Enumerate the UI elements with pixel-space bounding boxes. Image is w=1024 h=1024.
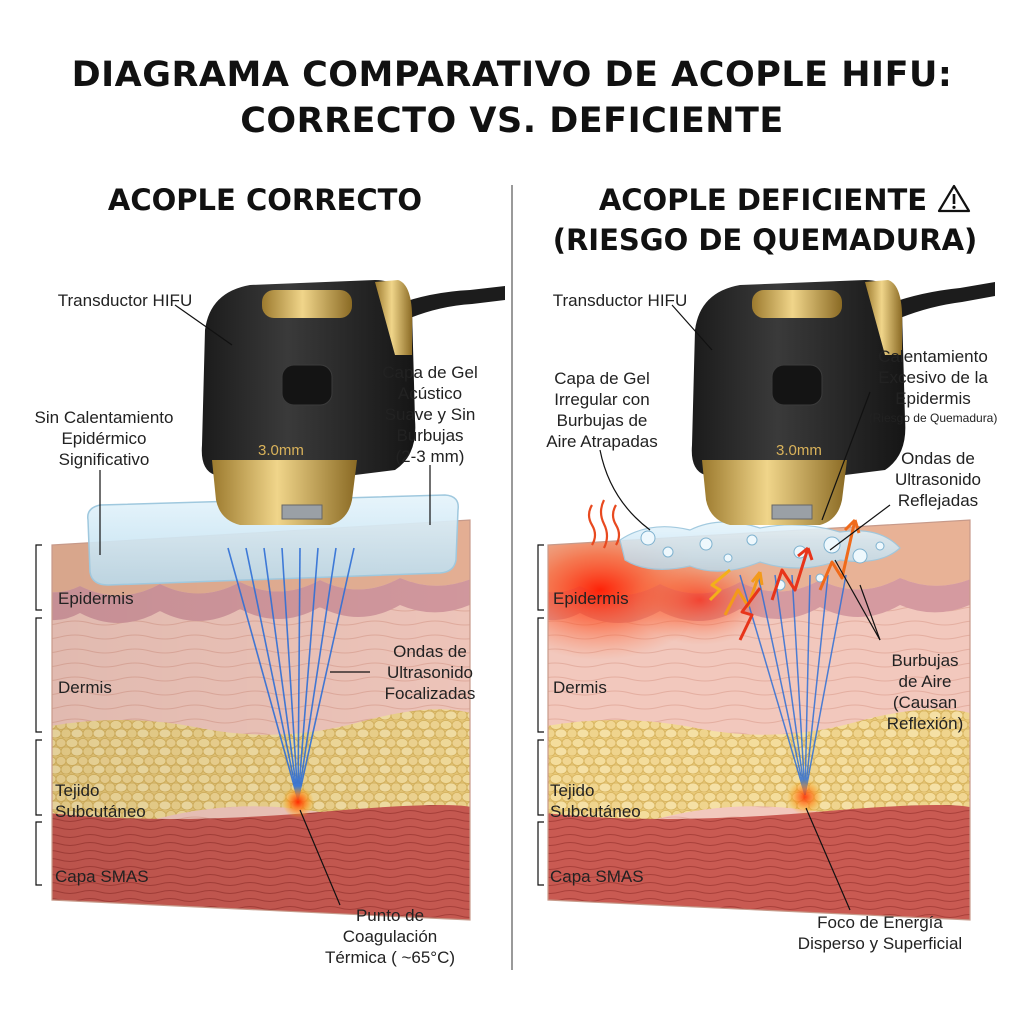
right-heading: ACOPLE DEFICIENTE bbox=[560, 183, 1010, 220]
right-ultrasound-waves bbox=[739, 574, 847, 796]
right-layer-epidermis: Epidermis bbox=[553, 589, 629, 608]
left-layer-dermis: Dermis bbox=[58, 678, 112, 697]
left-transducer-label: Transductor HIFU bbox=[57, 291, 193, 310]
page-title-line2: CORRECTO VS. DEFICIENTE bbox=[240, 101, 784, 141]
right-gel-irregular bbox=[619, 521, 901, 572]
page-title-line1: DIAGRAMA COMPARATIVO DE ACOPLE HIFU: bbox=[71, 55, 953, 95]
left-heading: ACOPLE CORRECTO bbox=[107, 183, 423, 217]
left-layer-smas: Capa SMAS bbox=[55, 867, 149, 886]
right-heading-line2: (RIESGO DE QUEMADURA) bbox=[552, 223, 978, 257]
right-layer-smas: Capa SMAS bbox=[550, 867, 644, 886]
panel-divider bbox=[511, 185, 513, 970]
right-air-bubbles bbox=[640, 530, 885, 591]
left-depth-label: 3.0mm bbox=[258, 442, 304, 459]
left-gel-pad bbox=[87, 494, 459, 586]
right-transducer-label: Transductor HIFU bbox=[552, 291, 688, 310]
right-depth-label: 3.0mm bbox=[776, 442, 822, 459]
left-leader-lines bbox=[35, 304, 431, 906]
left-layer-epidermis: Epidermis bbox=[58, 589, 134, 608]
right-transducer: 3.0mm bbox=[691, 280, 995, 525]
right-heat-sublabel: (Riesgo de Quemadura) bbox=[868, 411, 998, 425]
warning-icon bbox=[937, 183, 971, 220]
right-leader-lines bbox=[537, 304, 891, 911]
heat-waves bbox=[587, 499, 621, 549]
left-transducer: 3.0mm bbox=[201, 280, 505, 525]
right-heading-text: ACOPLE DEFICIENTE bbox=[598, 183, 928, 217]
reflected-wave-arrows bbox=[708, 518, 861, 641]
left-focus-point bbox=[282, 786, 314, 818]
right-focus-point bbox=[787, 779, 823, 815]
right-layer-dermis: Dermis bbox=[553, 678, 607, 697]
left-ultrasound-waves bbox=[227, 547, 355, 801]
